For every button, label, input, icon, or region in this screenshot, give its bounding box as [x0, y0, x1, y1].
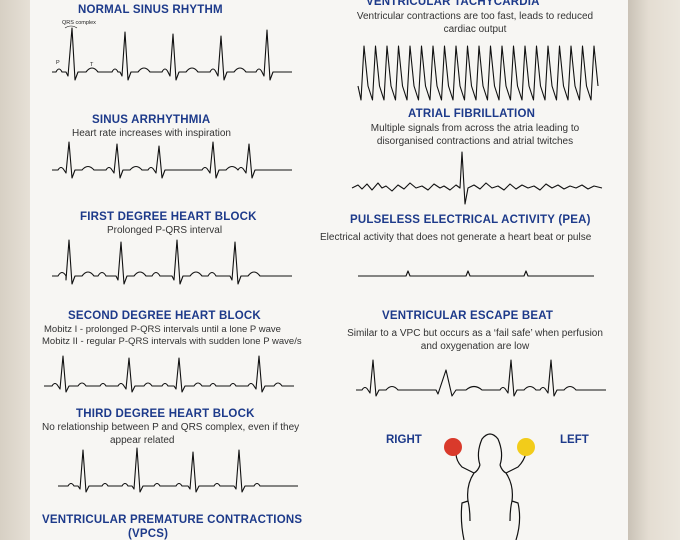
electrode-figure — [444, 433, 535, 540]
title-third-degree: THIRD DEGREE HEART BLOCK — [76, 408, 255, 420]
ecg-pea — [358, 270, 594, 277]
right-electrode — [444, 438, 462, 456]
desc-ventricular-tachycardia-2: cardiac output — [443, 24, 507, 35]
desc-ventricular-escape-2: and oxygenation are low — [420, 341, 530, 352]
title-pea: PULSELESS ELECTRICAL ACTIVITY (PEA) — [350, 214, 591, 226]
title-sinus-arrhythmia: SINUS ARRHYTHMIA — [92, 114, 211, 126]
background-left — [0, 0, 30, 540]
desc-pea: Electrical activity that does not genera… — [320, 232, 592, 243]
title-second-degree: SECOND DEGREE HEART BLOCK — [68, 310, 261, 322]
ecg-normal-sinus: QRS complex P T — [52, 20, 292, 81]
title-ventricular-tachycardia: VENTRICULAR TACHYCARDIA — [366, 0, 540, 8]
ecg-sinus-arrhythmia — [52, 141, 292, 179]
label-left: LEFT — [560, 434, 589, 446]
ecg-second-degree — [44, 355, 294, 393]
title-first-degree: FIRST DEGREE HEART BLOCK — [80, 211, 257, 223]
desc-ventricular-tachycardia-1: Ventricular contractions are too fast, l… — [356, 11, 594, 22]
desc-atrial-fibrillation-1: Multiple signals from across the atria l… — [370, 123, 580, 134]
ecg-third-degree — [58, 447, 298, 493]
body-outline — [455, 433, 527, 540]
desc-second-degree-2: Mobitz II - regular P-QRS intervals with… — [42, 336, 302, 347]
title-atrial-fibrillation: ATRIAL FIBRILLATION — [408, 108, 536, 120]
ecg-ventricular-tachycardia — [357, 45, 599, 101]
p-annotation: P — [56, 60, 60, 66]
title-vpcs: VENTRICULAR PREMATURE CONTRACTIONS — [42, 514, 303, 526]
desc-atrial-fibrillation-2: disorganised contractions and atrial twi… — [376, 136, 574, 147]
ecg-ventricular-escape — [356, 359, 606, 397]
desc-first-degree: Prolonged P-QRS interval — [107, 225, 223, 236]
title-ventricular-escape: VENTRICULAR ESCAPE BEAT — [382, 310, 554, 322]
desc-second-degree-1: Mobitz I - prolonged P-QRS intervals unt… — [44, 324, 281, 335]
t-annotation: T — [90, 62, 94, 68]
desc-third-degree-1: No relationship between P and QRS comple… — [42, 422, 300, 433]
background-right — [628, 0, 680, 540]
desc-ventricular-escape-1: Similar to a VPC but occurs as a ‘fail s… — [347, 328, 603, 339]
title-vpcs-line2: (VPCS) — [128, 528, 169, 540]
desc-sinus-arrhythmia: Heart rate increases with inspiration — [72, 128, 231, 139]
left-electrode — [517, 438, 535, 456]
desc-third-degree-2: appear related — [110, 435, 175, 446]
ecg-first-degree — [52, 239, 292, 285]
label-right: RIGHT — [386, 434, 422, 446]
qrs-annotation: QRS complex — [62, 20, 96, 26]
title-normal-sinus: NORMAL SINUS RHYTHM — [78, 4, 223, 16]
ecg-atrial-fibrillation — [351, 151, 603, 205]
